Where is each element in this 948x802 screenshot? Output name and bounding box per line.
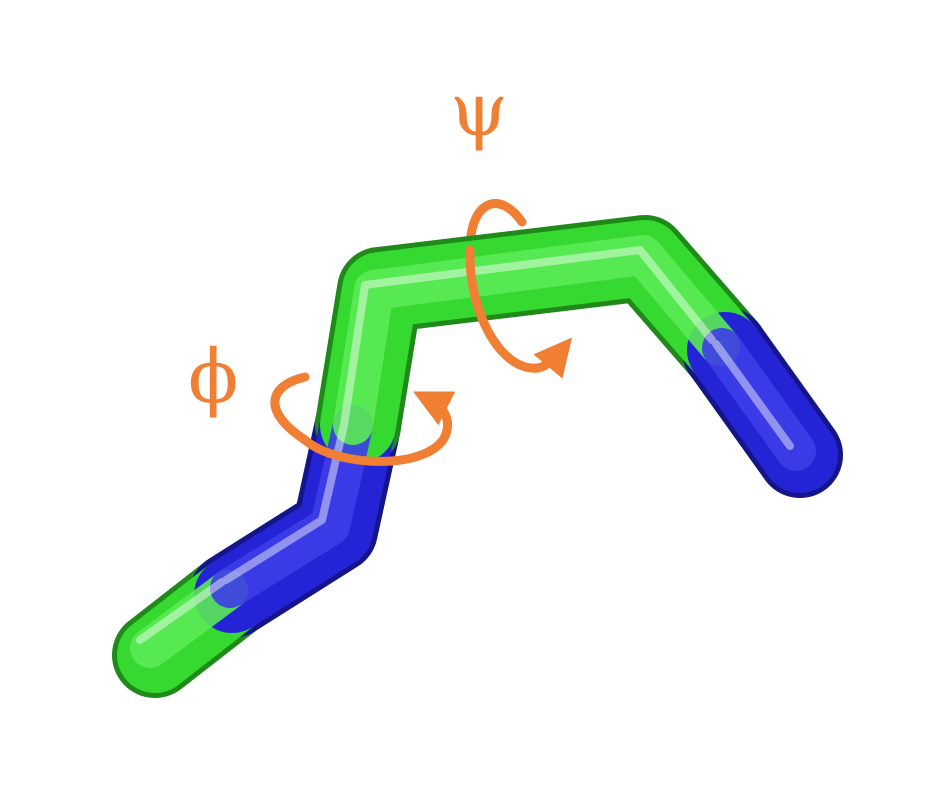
- psi-label: ψ: [450, 67, 508, 153]
- psi-rotation-arrow: [465, 245, 573, 379]
- phi-rotation-arrow: [300, 391, 456, 466]
- phi-rotation-arrow-back: [270, 372, 310, 445]
- backbone-tube: [112, 215, 843, 698]
- psi-rotation-arrow-back: [465, 199, 527, 255]
- phi-label: ϕ: [188, 334, 238, 420]
- tube-highlight: [136, 246, 794, 644]
